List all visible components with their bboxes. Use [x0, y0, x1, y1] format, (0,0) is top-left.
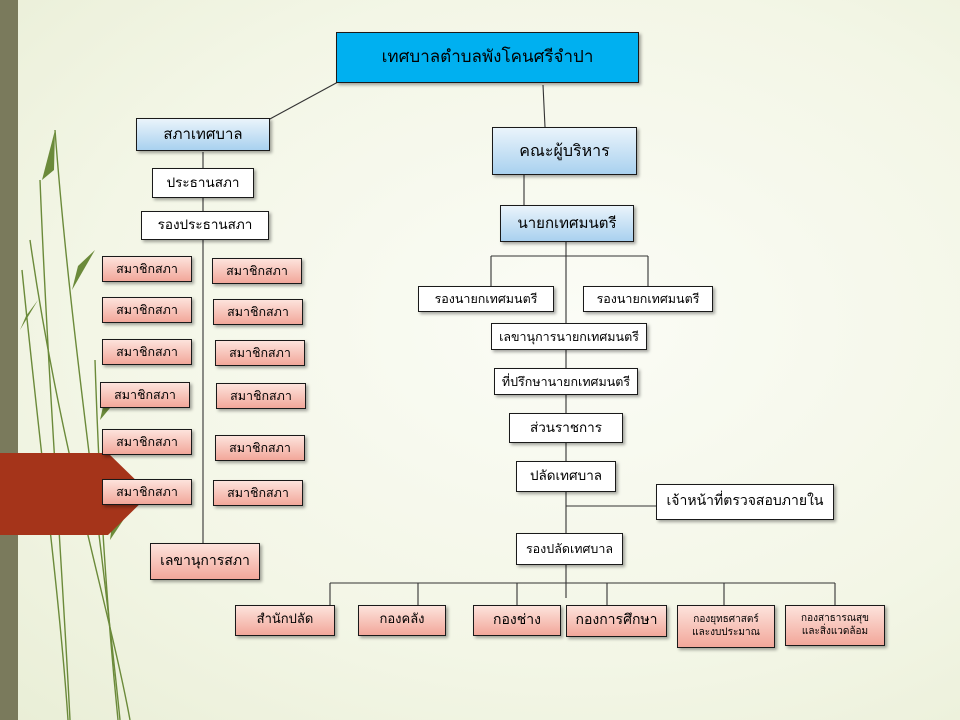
council-vice-president-box: รองประธานสภา: [141, 211, 269, 240]
council-member-box: สมาชิกสภา: [213, 480, 303, 506]
council-member-box: สมาชิกสภา: [100, 382, 190, 408]
council-member-box: สมาชิกสภา: [102, 297, 192, 323]
deputy-clerk-box: รองปลัดเทศบาล: [516, 533, 623, 565]
council-president-box: ประธานสภา: [152, 168, 254, 198]
government-section-box: ส่วนราชการ: [509, 413, 623, 443]
left-bar: [0, 0, 18, 720]
council-box: สภาเทศบาล: [136, 118, 270, 151]
council-member-box: สมาชิกสภา: [215, 340, 305, 366]
mayor-box: นายกเทศมนตรี: [500, 205, 634, 242]
council-secretary-box: เลขานุการสภา: [150, 543, 260, 580]
internal-auditor-box: เจ้าหน้าที่ตรวจสอบภายใน: [656, 484, 834, 520]
mayor-secretary-box: เลขานุการนายกเทศมนตรี: [491, 323, 647, 350]
division-health-line2: และสิ่งแวดล้อม: [801, 625, 869, 637]
council-member-box: สมาชิกสภา: [212, 258, 302, 284]
division-strategy-line2: และงบประมาณ: [692, 626, 760, 638]
division-finance-box: กองคลัง: [358, 605, 446, 636]
vice-mayor-box-2: รองนายกเทศมนตรี: [583, 286, 713, 312]
council-member-box: สมาชิกสภา: [216, 383, 306, 409]
division-health-line1: กองสาธารณสุข: [801, 613, 869, 624]
division-clerk-office-box: สำนักปลัด: [235, 605, 335, 636]
division-engineering-box: กองช่าง: [473, 605, 561, 636]
municipal-clerk-box: ปลัดเทศบาล: [516, 461, 616, 492]
division-health-box: กองสาธารณสุข และสิ่งแวดล้อม: [785, 605, 885, 646]
council-member-box: สมาชิกสภา: [213, 299, 303, 325]
council-member-box: สมาชิกสภา: [102, 256, 192, 282]
red-tab-shape: [0, 453, 150, 535]
vice-mayor-box-1: รองนายกเทศมนตรี: [418, 286, 554, 312]
council-member-box: สมาชิกสภา: [215, 435, 305, 461]
mayor-advisor-box: ที่ปรึกษานายกเทศมนตรี: [494, 368, 638, 395]
municipality-box: เทศบาลตำบลพังโคนศรีจำปา: [336, 32, 639, 83]
division-strategy-box: กองยุทธศาสตร์ และงบประมาณ: [677, 605, 775, 648]
council-member-box: สมาชิกสภา: [102, 479, 192, 505]
council-member-box: สมาชิกสภา: [102, 339, 192, 365]
council-member-box: สมาชิกสภา: [102, 429, 192, 455]
division-strategy-line1: กองยุทธศาสตร์: [693, 614, 759, 625]
division-education-box: กองการศึกษา: [566, 605, 667, 637]
executive-box: คณะผู้บริหาร: [492, 127, 637, 175]
